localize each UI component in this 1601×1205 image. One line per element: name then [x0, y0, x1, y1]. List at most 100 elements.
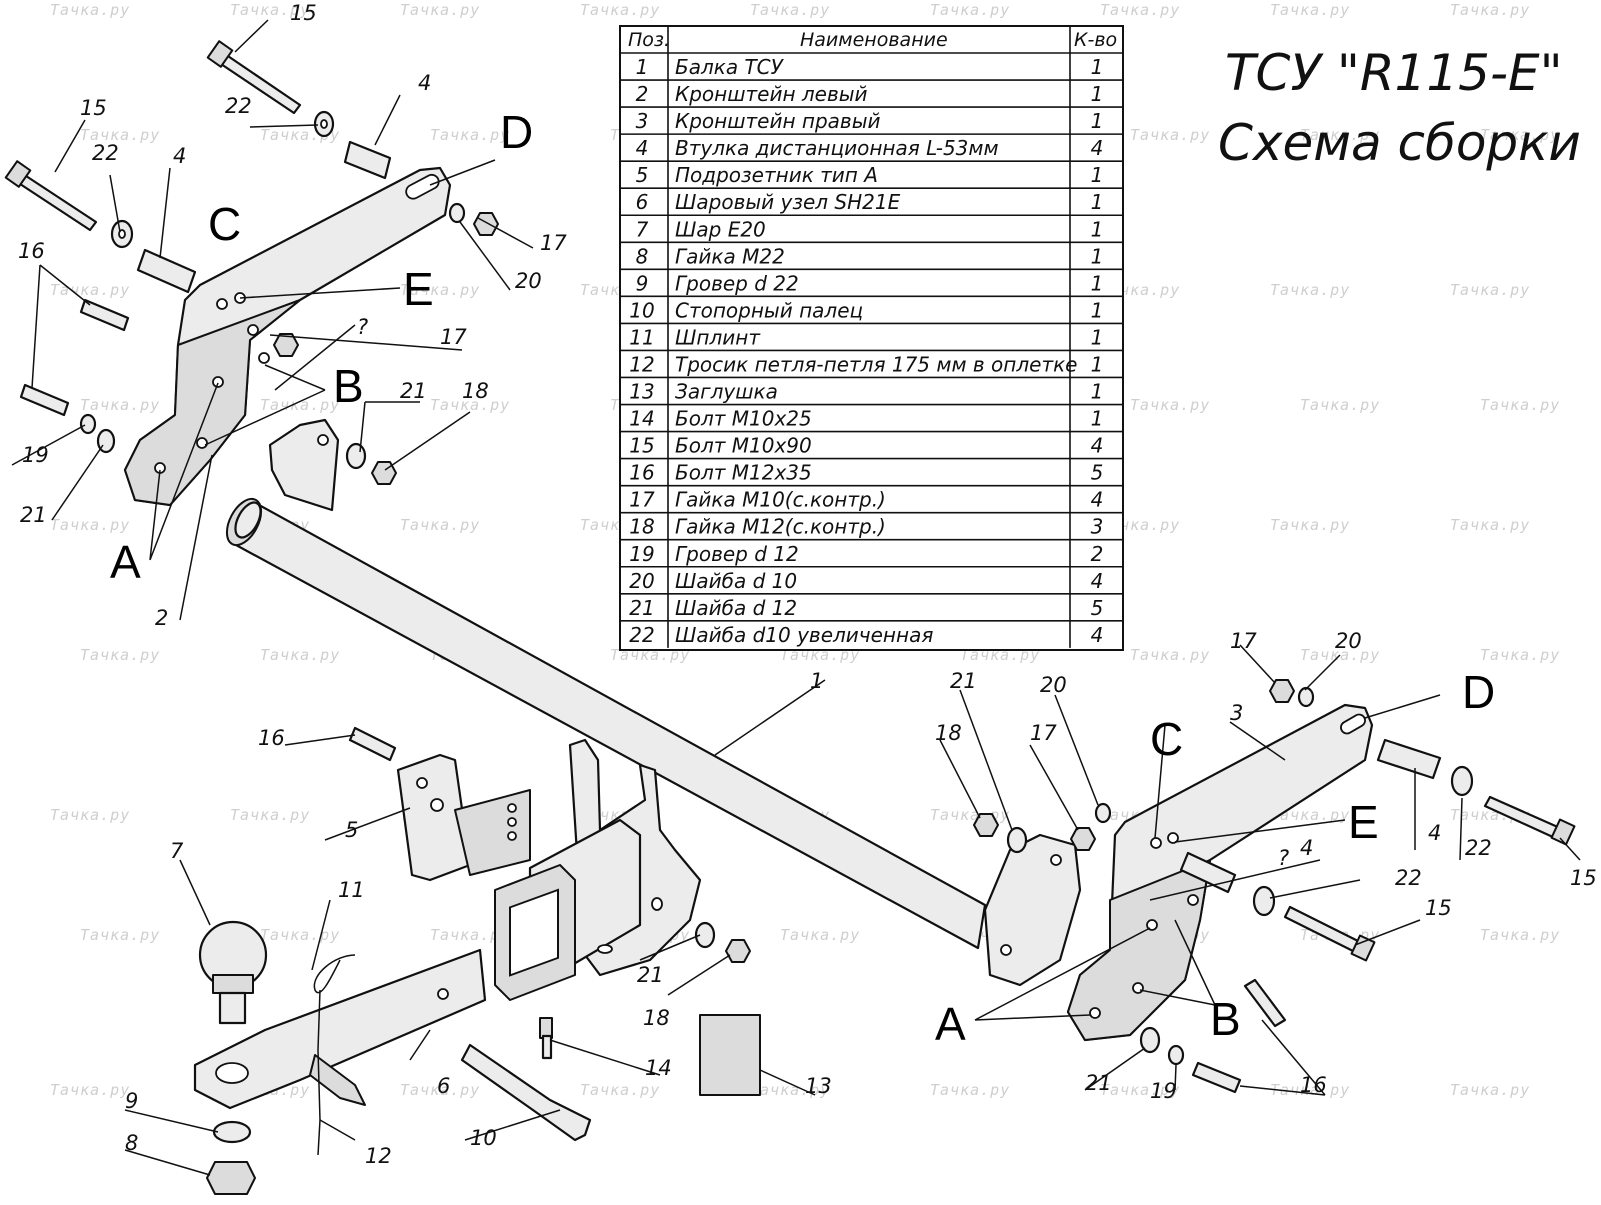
part-label-21: 21	[1085, 1071, 1112, 1095]
part-numbers: 15 15 22 4 22 4 16 17 20 17 21 18 19 21 …	[18, 1, 1597, 1168]
watermark-text: Тачка.ру	[50, 1081, 130, 1099]
table-cell-name: Шайба d 10	[675, 569, 797, 593]
table-cell-qty: 2	[1091, 542, 1104, 566]
part-label-15: 15	[1425, 896, 1452, 920]
table-cell-qty: 1	[1091, 380, 1104, 404]
nut-icon	[273, 333, 299, 357]
table-cell-pos: 2	[636, 82, 649, 106]
part-label-6: 6	[437, 1074, 450, 1098]
part-label-2: 2	[155, 606, 168, 630]
nut-m22-icon	[206, 1161, 256, 1195]
nut-icon	[973, 813, 999, 837]
table-cell-name: Болт M10x90	[675, 434, 812, 458]
part-label-4: 4	[1300, 836, 1313, 860]
right-bracket	[1066, 703, 1374, 1042]
watermark-text: Тачка.ру	[80, 926, 160, 944]
spacer-bushing-icon	[136, 248, 197, 294]
watermark-text: Тачка.ру	[260, 396, 340, 414]
table-cell-pos: 19	[629, 542, 654, 566]
table-header-qty: К-во	[1074, 29, 1117, 51]
bolt-m12x35-icon	[348, 726, 397, 762]
part-label-7: 7	[170, 839, 184, 863]
table-cell-pos: 10	[629, 298, 654, 322]
table-cell-name: Шплинт	[675, 325, 761, 349]
table-cell-pos: 12	[629, 352, 654, 376]
bolt-m10x90-icon	[1283, 905, 1376, 962]
part-label-8: 8	[125, 1131, 138, 1155]
watermark-text: Тачка.ру	[1480, 646, 1560, 664]
part-label-9: 9	[125, 1089, 138, 1113]
table-cell-pos: 15	[629, 434, 654, 458]
table-cell-qty: 3	[1091, 515, 1104, 539]
hole-letters: C D E B A ? C D E B A ?	[110, 106, 1495, 1050]
part-label-4: 4	[418, 71, 431, 95]
hole-letter-b-right: B	[1210, 993, 1241, 1045]
table-cell-pos: 14	[629, 407, 654, 431]
watermark-text: Тачка.ру	[50, 516, 130, 534]
part-label-18: 18	[462, 379, 489, 403]
watermark-text: Тачка.ру	[230, 806, 310, 824]
watermark-text: Тачка.ру	[50, 281, 130, 299]
nut-icon	[725, 939, 751, 963]
part-label-19: 19	[22, 443, 49, 467]
washer-icon	[694, 921, 716, 949]
spacer-bushing-icon	[1179, 851, 1237, 894]
part-label-22: 22	[92, 141, 119, 165]
part-label-3: 3	[1230, 701, 1243, 725]
table-header-name: Наименование	[800, 29, 948, 51]
table-cell-name: Гайка M10(с.контр.)	[675, 488, 886, 512]
table-cell-name: Гровер d 22	[675, 271, 799, 295]
hole-letter-q-right: ?	[1278, 846, 1289, 870]
watermark-text: Тачка.ру	[80, 646, 160, 664]
table-cell-qty: 1	[1091, 244, 1104, 268]
watermark-text: Тачка.ру	[580, 1, 660, 19]
table-cell-qty: 1	[1091, 407, 1104, 431]
part-label-17: 17	[1230, 629, 1257, 653]
part-label-13: 13	[805, 1074, 832, 1098]
nut-icon	[1269, 679, 1295, 703]
table-cell-pos: 18	[629, 515, 654, 539]
title-line-1: ТСУ "R115-E"	[1225, 44, 1563, 102]
table-cell-qty: 1	[1091, 163, 1104, 187]
table-cell-qty: 1	[1091, 82, 1104, 106]
watermark-text: Тачка.ру	[80, 126, 160, 144]
table-cell-name: Балка ТСУ	[675, 55, 785, 79]
washer-icon	[1006, 826, 1028, 854]
table-cell-pos: 6	[636, 190, 649, 214]
nut-icon	[473, 212, 499, 236]
washer-icon	[448, 202, 466, 224]
table-cell-name: Шайба d 12	[675, 596, 797, 620]
part-label-1: 1	[810, 669, 823, 693]
part-label-20: 20	[515, 269, 542, 293]
lock-pin-icon	[460, 1043, 592, 1142]
hole-letter-c-right: C	[1150, 713, 1183, 765]
watermark-text: Тачка.ру	[1130, 396, 1210, 414]
bolt-m12x35-icon	[79, 298, 130, 332]
watermark-text: Тачка.ру	[80, 396, 160, 414]
end-cap-icon	[699, 1014, 761, 1096]
hole-letter-d-left: D	[500, 106, 533, 158]
leader-lines	[11, 19, 1581, 1176]
watermark-text: Тачка.ру	[1100, 1, 1180, 19]
bolt-m12x35-icon	[19, 383, 70, 417]
part-label-10: 10	[470, 1126, 497, 1150]
washer-icon	[345, 442, 367, 470]
table-cell-qty: 4	[1091, 569, 1104, 593]
table-cell-name: Шайба d10 увеличенная	[675, 623, 933, 647]
cable-icon	[317, 989, 321, 1156]
watermark-text: Тачка.ру	[400, 516, 480, 534]
spacer-bushing-icon	[343, 140, 392, 180]
bolt-m12x35-icon	[1191, 1061, 1242, 1094]
watermark-text: Тачка.ру	[50, 1, 130, 19]
spring-washer-icon	[212, 1120, 252, 1144]
part-label-20: 20	[1040, 673, 1067, 697]
part-label-22: 22	[1395, 866, 1422, 890]
part-label-4: 4	[173, 144, 186, 168]
watermark-text: Тачка.ру	[1100, 1081, 1180, 1099]
part-label-17: 17	[1030, 721, 1057, 745]
table-cell-pos: 5	[636, 163, 649, 187]
watermark-text: Тачка.ру	[930, 806, 1010, 824]
watermark-text: Тачка.ру	[780, 926, 860, 944]
hole-letter-c-left: C	[208, 198, 241, 250]
hole-letter-b-left: B	[333, 360, 364, 412]
